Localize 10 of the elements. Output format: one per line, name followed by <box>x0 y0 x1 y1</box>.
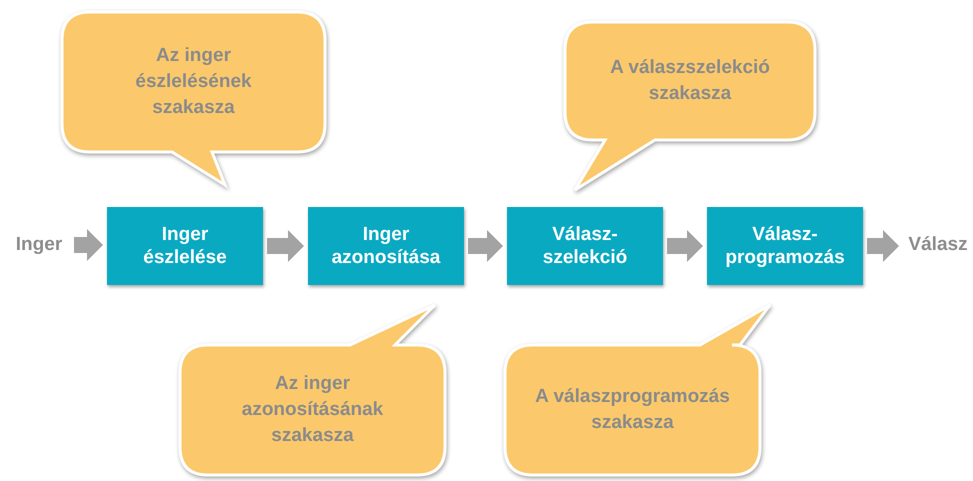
bubble-text: Az inger észlelésének szakasza <box>134 44 253 120</box>
process-box: Válasz- szelekció <box>507 207 663 285</box>
process-box: Válasz- programozás <box>707 207 863 285</box>
flow-label: Válasz <box>903 230 973 260</box>
bubble-text: Az inger azonosításának szakasza <box>240 372 384 448</box>
bubble-text: A válaszszelekció szakasza <box>609 56 771 106</box>
process-box: Inger észlelése <box>107 207 263 285</box>
process-box: Inger azonosítása <box>308 207 464 285</box>
flow-label: Inger <box>8 230 70 260</box>
bubble-text: A válaszprogramozás szakasza <box>534 385 731 435</box>
